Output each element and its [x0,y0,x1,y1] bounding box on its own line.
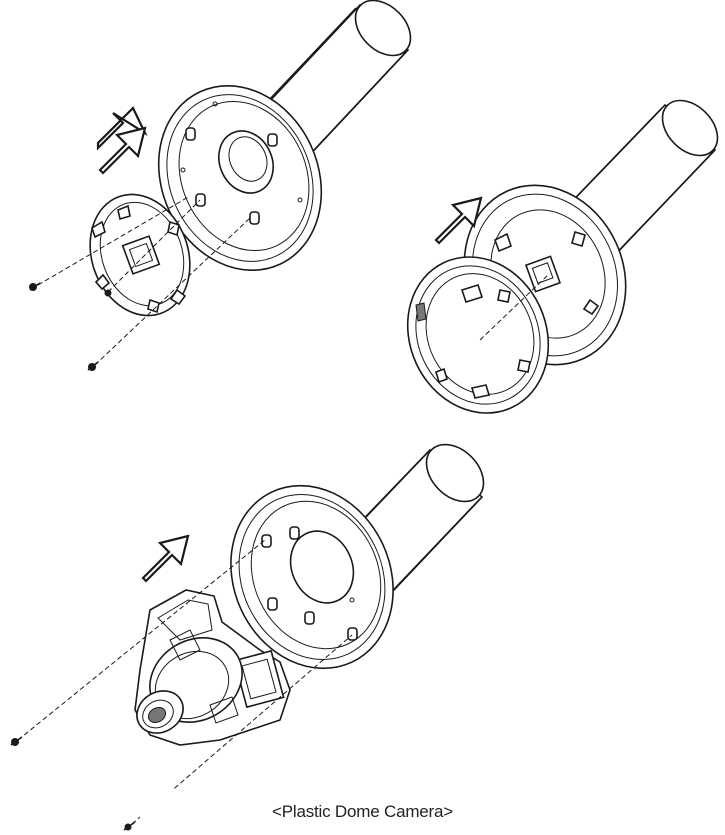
liner-ring [406,256,550,414]
screw-icon [10,736,23,746]
camera-module [134,589,291,746]
camera-lens-icon [136,690,184,734]
arrow-right-up-icon [434,196,483,245]
plate-bosses-1 [180,101,303,225]
arrow-right-up-icon [96,106,148,175]
installation-diagram [10,0,719,790]
screw-icon [87,361,99,371]
mounting-plate-1 [157,85,323,271]
bottom-screw-area [123,816,141,831]
screw-icon [29,282,41,291]
figure-caption: <Plastic Dome Camera> [272,802,453,821]
inner-bracket-1 [89,193,191,317]
arrow-right-up-icon [141,534,190,583]
screw-guides-1 [37,195,251,366]
step-2-illustration [406,99,719,414]
screw-guides-3 [17,539,353,790]
screw-icon [104,289,112,297]
step-1-illustration [29,0,412,371]
step-3-illustration [10,443,485,790]
mounting-plate-3 [230,484,394,670]
